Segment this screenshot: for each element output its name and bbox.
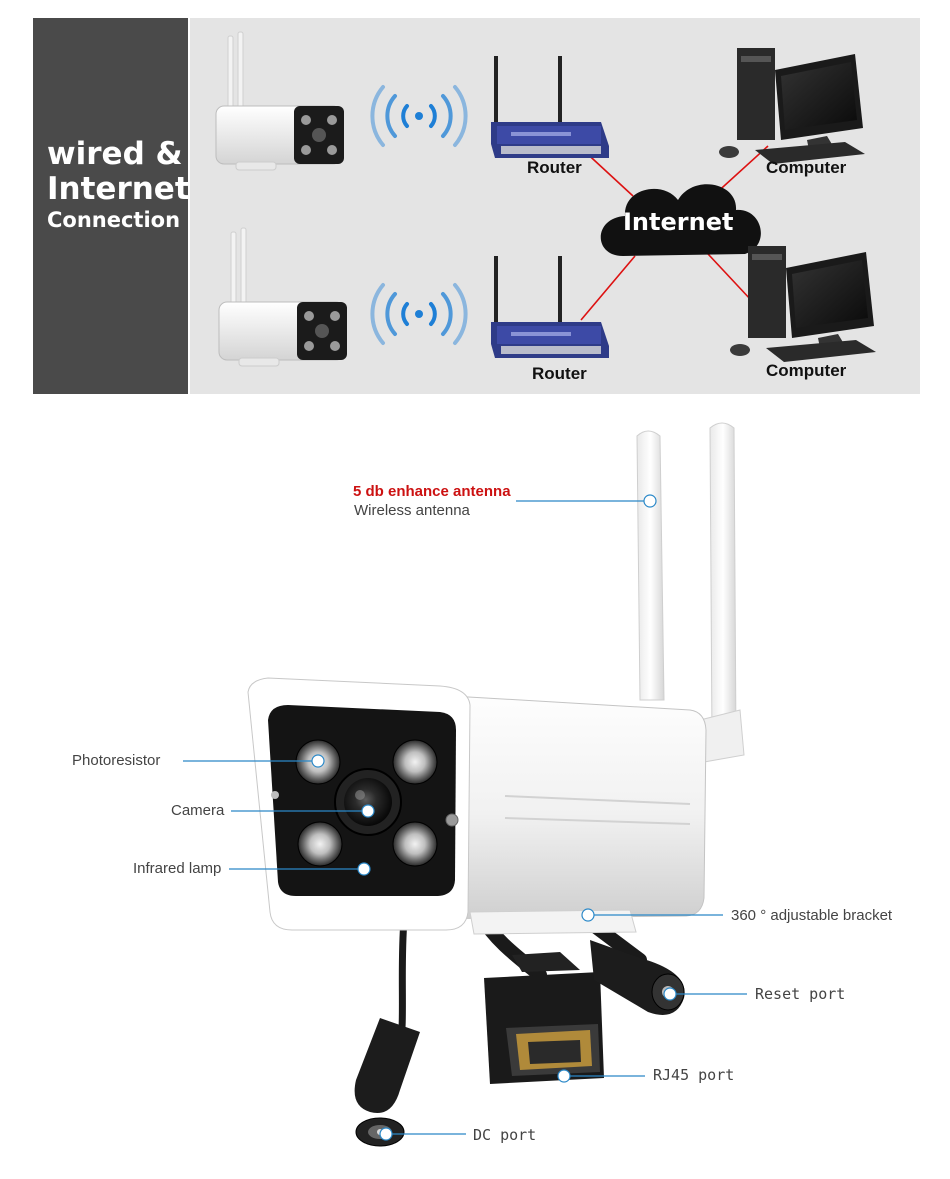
camera-icon [215,31,344,171]
router-icon [491,56,609,158]
router-label-bottom: Router [532,364,587,383]
camera-parts-diagram [183,422,747,1147]
camera-icon [218,227,347,367]
camera-lens [334,768,402,836]
banner-divider [188,18,190,394]
bracket-label: 360 ° adjustable bracket [731,907,893,924]
reset-port-label: Reset port [755,985,846,1003]
cloud-icon [600,184,761,256]
callout-lines [183,494,747,1141]
camera-label: Camera [171,802,225,819]
infrared-lamp-label: Infrared lamp [133,860,222,877]
banner-title-line3: Connection [47,208,181,232]
wireless-antenna [636,422,745,763]
computer-label-bottom: Computer [766,361,847,380]
adjustable-bracket [469,909,637,935]
dc-port-connector [354,1018,420,1147]
connection-banner: wired & Internet Connection [33,18,920,394]
computer-icon [719,48,865,164]
rj45-port-label: RJ45 port [653,1066,735,1084]
computer-icon [730,246,876,362]
antenna-title-label: 5 db enhance antenna [353,483,511,500]
banner-title-line2: Internet [47,171,190,207]
router-label-top: Router [527,158,582,177]
wifi-signal-icon [370,283,468,345]
internet-cloud-label: Internet [623,208,734,236]
wifi-signal-icon [370,85,468,147]
camera-body [247,677,707,931]
antenna-sub-label: Wireless antenna [354,502,470,519]
dc-port-label: DC port [473,1126,537,1144]
banner-side-panel: wired & Internet Connection [33,18,190,394]
photoresistor-label: Photoresistor [72,752,161,769]
computer-label-top: Computer [766,158,847,177]
network-illustration [215,31,876,367]
rj45-connector [484,952,604,1084]
router-icon [491,256,609,358]
banner-title-line1: wired & [47,136,183,172]
